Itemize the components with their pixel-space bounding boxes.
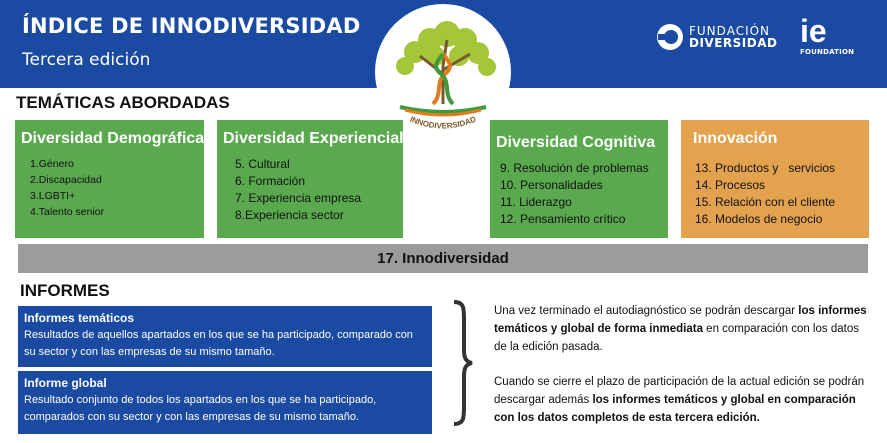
innodiversidad-logo-text: INNODIVERSIDAD: [409, 115, 478, 131]
curly-brace-icon: [453, 300, 473, 426]
ie-foundation-logo: ie FOUNDATION: [800, 13, 855, 56]
info-box-title: Informes temáticos: [24, 311, 135, 325]
card-innovacion: Innovación 13. Productos y servicios 14.…: [681, 120, 869, 238]
paragraph-text: Una vez terminado el autodiagnóstico se …: [494, 305, 799, 317]
list-item: 12. Pensamiento crítico: [500, 212, 626, 226]
list-item: 11. Liderazgo: [500, 195, 572, 209]
fundacion-diversidad-icon: [657, 24, 683, 50]
card-title: Diversidad Demográfica: [21, 130, 205, 147]
card-title: Innovación: [693, 130, 778, 147]
card-title: Diversidad Cognitiva: [496, 134, 656, 151]
list-item: 13. Productos y servicios: [695, 161, 836, 175]
list-item: 16. Modelos de negocio: [695, 212, 823, 226]
info-box-title: Informe global: [24, 376, 107, 390]
card-title: Diversidad Experiencial: [223, 130, 404, 147]
informes-paragraph-1: Una vez terminado el autodiagnóstico se …: [494, 302, 874, 356]
innodiversidad-bar: 17. Innodiversidad: [18, 244, 868, 273]
innodiversidad-bar-label: 17. Innodiversidad: [377, 250, 509, 267]
tematicas-heading: TEMÁTICAS ABORDADAS: [16, 93, 230, 112]
informes-paragraph-2: Cuando se cierre el plazo de participaci…: [494, 373, 874, 427]
list-item: 1.Género: [30, 158, 74, 170]
card-diversidad-demografica: Diversidad Demográfica 1.Género 2.Discap…: [15, 120, 204, 238]
informes-tematicos-box: Informes temáticos Resultados de aquello…: [18, 306, 432, 367]
list-item: 9. Resolución de problemas: [500, 161, 649, 175]
svg-text:INNODIVERSIDAD: INNODIVERSIDAD: [409, 115, 478, 131]
card-diversidad-cognitiva: Diversidad Cognitiva 9. Resolución de pr…: [490, 120, 668, 238]
tree-icon: INNODIVERSIDAD: [396, 21, 496, 131]
list-item: 3.LGBTI+: [30, 190, 76, 202]
paragraph-bold-text: los informes temáticos y global de forma…: [494, 305, 867, 335]
fundacion-diversidad-logo: FUNDACIÓN DIVERSIDAD: [655, 22, 777, 52]
page-subtitle: Tercera edición: [22, 50, 151, 70]
informe-global-box: Informe global Resultado conjunto de tod…: [18, 371, 432, 434]
list-item: 7. Experiencia empresa: [235, 191, 362, 205]
paragraph-text: Cuando se cierre el plazo de participaci…: [494, 376, 865, 406]
info-box-body: Resultado conjunto de todos los apartado…: [24, 394, 377, 423]
list-item: 2.Discapacidad: [30, 174, 102, 186]
list-item: 6. Formación: [235, 174, 306, 188]
info-box-body: Resultados de aquellos apartados en los …: [24, 329, 413, 358]
innodiversidad-logo: INNODIVERSIDAD: [375, 4, 511, 140]
card-diversidad-experiencial: Diversidad Experiencial 5. Cultural 6. F…: [217, 120, 404, 238]
paragraph-text: en comparación con los datos de la edici…: [494, 323, 859, 353]
list-item: 4.Talento senior: [30, 206, 105, 218]
list-item: 15. Relación con el cliente: [695, 195, 836, 209]
list-item: 5. Cultural: [235, 157, 290, 171]
list-item: 10. Personalidades: [500, 178, 603, 192]
paragraph-bold-text: los informes temáticos y global en compa…: [494, 394, 856, 424]
fd-logo-line1: FUNDACIÓN: [689, 24, 771, 38]
ie-logo-mark: ie: [800, 13, 827, 49]
fd-logo-line2: DIVERSIDAD: [689, 36, 778, 50]
list-item: 14. Procesos: [695, 178, 766, 192]
list-item: 8.Experiencia sector: [235, 208, 344, 222]
informes-heading: INFORMES: [20, 281, 110, 300]
page-title: ÍNDICE DE INNODIVERSIDAD: [22, 14, 361, 38]
ie-logo-sub: FOUNDATION: [800, 48, 855, 56]
